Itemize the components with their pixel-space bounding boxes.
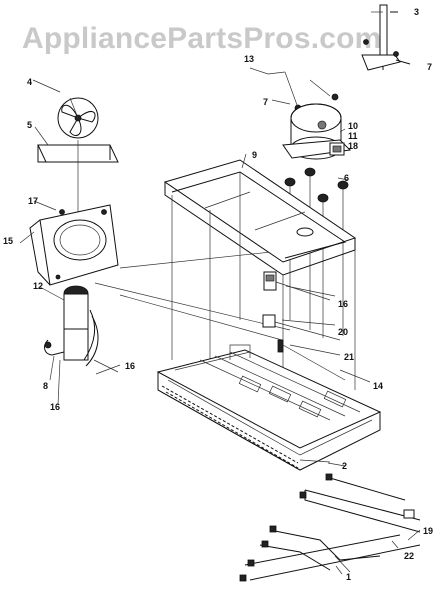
callout-7-compressor: 7 <box>263 97 269 107</box>
callout-16-cabinet: 16 <box>338 299 349 309</box>
callout-16-wire: 16 <box>125 361 136 371</box>
callout-22: 22 <box>404 551 415 561</box>
callout-2: 2 <box>342 461 348 471</box>
part-15-bracket <box>29 204 119 286</box>
callout-17: 17 <box>28 196 39 206</box>
callout-6: 6 <box>344 173 350 183</box>
compressor-assembly <box>282 71 352 338</box>
part-4-fan-blade <box>57 97 99 139</box>
callout-16-fan: 16 <box>50 402 61 412</box>
leader-lines <box>94 249 291 341</box>
callout-3: 3 <box>414 7 420 17</box>
callout-5: 5 <box>27 120 33 130</box>
callout-1: 1 <box>346 572 352 582</box>
callout-14: 14 <box>373 381 384 391</box>
part-12-fan-motor <box>44 285 119 373</box>
callout-7-top-right: 7 <box>427 62 433 72</box>
callout-4: 4 <box>27 77 33 87</box>
callout-21: 21 <box>344 352 355 362</box>
callout-9: 9 <box>252 150 258 160</box>
callout-12: 12 <box>33 281 44 291</box>
part-9-cover <box>163 159 357 400</box>
callout-10: 10 <box>348 121 359 131</box>
callout-8: 8 <box>43 381 49 391</box>
callout-19: 19 <box>423 526 434 536</box>
callout-18: 18 <box>348 141 359 151</box>
callout-20: 20 <box>338 327 349 337</box>
callout-11: 11 <box>348 131 358 141</box>
part-5-shroud <box>37 140 119 220</box>
callout-leaders <box>19 11 421 575</box>
wiring-harness <box>239 473 421 582</box>
part-3-tube <box>361 4 411 71</box>
callout-13: 13 <box>244 54 255 64</box>
watermark-logo: AppliancePartsPros.com <box>22 22 382 55</box>
control-components <box>262 271 346 381</box>
callout-15: 15 <box>3 236 14 246</box>
part-2-base-pan <box>156 344 382 471</box>
